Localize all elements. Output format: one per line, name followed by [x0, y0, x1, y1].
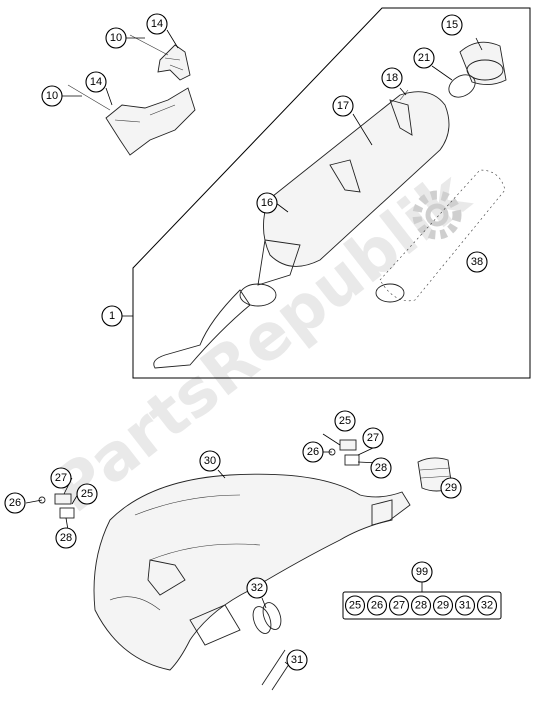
callout-label: 10: [110, 32, 122, 44]
callout-25-left[interactable]: 25: [76, 483, 98, 505]
mounting-bracket-lower: [67, 84, 196, 156]
callout-28-left[interactable]: 28: [55, 527, 77, 549]
callout-14-lower[interactable]: 14: [85, 71, 107, 93]
callout-label: 26: [307, 446, 319, 458]
callout-label: 27: [367, 432, 379, 444]
callout-38[interactable]: 38: [466, 251, 488, 273]
callout-label: 31: [291, 654, 303, 666]
kit-item-27[interactable]: 27: [388, 595, 410, 616]
callout-label: 30: [204, 455, 216, 467]
callout-17[interactable]: 17: [332, 95, 354, 117]
callout-label: 17: [337, 100, 349, 112]
callout-label: 26: [9, 497, 21, 509]
silencer-packing: [375, 169, 506, 303]
kit-item-31[interactable]: 31: [454, 595, 476, 616]
callout-15[interactable]: 15: [441, 14, 463, 36]
callout-label: 18: [386, 72, 398, 84]
kit-item-26[interactable]: 26: [366, 595, 388, 616]
callout-label: 32: [251, 582, 263, 594]
callout-label: 27: [55, 472, 67, 484]
kit-item-label: 26: [371, 600, 383, 612]
callout-31[interactable]: 31: [286, 649, 308, 671]
kit-item-label: 31: [459, 600, 471, 612]
callout-label: 16: [261, 197, 273, 209]
kit-item-label: 28: [415, 600, 427, 612]
callout-14-upper[interactable]: 14: [146, 13, 168, 35]
callout-18[interactable]: 18: [381, 67, 403, 89]
fasteners-right: [328, 439, 360, 466]
callout-26-left[interactable]: 26: [4, 492, 26, 514]
callout-label: 14: [90, 76, 102, 88]
callout-28-right[interactable]: 28: [370, 457, 392, 479]
kit-item-label: 25: [349, 600, 361, 612]
callout-label: 14: [151, 18, 163, 30]
callout-29[interactable]: 29: [440, 477, 462, 499]
callout-26-right[interactable]: 26: [302, 441, 324, 463]
mounting-bracket-upper: [129, 34, 191, 81]
silencer-assembly-frame: [132, 7, 531, 379]
kit-item-25[interactable]: 25: [344, 595, 366, 616]
kit-item-29[interactable]: 29: [432, 595, 454, 616]
callout-16[interactable]: 16: [256, 192, 278, 214]
kit-99-contents: 25 26 27 28 29 31 32: [344, 595, 498, 616]
exhaust-pipe: [93, 473, 411, 671]
silencer-body: [153, 89, 450, 369]
watermark: PartsRepublik: [39, 158, 484, 528]
callout-label: 99: [416, 566, 428, 578]
kit-item-32[interactable]: 32: [476, 595, 498, 616]
o-rings: [252, 602, 282, 634]
kit-item-28[interactable]: 28: [410, 595, 432, 616]
callout-27-left[interactable]: 27: [50, 467, 72, 489]
callout-label: 1: [109, 310, 115, 322]
kit-item-label: 32: [481, 600, 493, 612]
callout-27-right[interactable]: 27: [362, 427, 384, 449]
callout-label: 25: [81, 488, 93, 500]
callout-label: 25: [339, 415, 351, 427]
end-cap-ring: [448, 74, 476, 98]
callout-21[interactable]: 21: [413, 47, 435, 69]
kit-99-box: [342, 591, 502, 620]
callout-label: 10: [46, 90, 58, 102]
callout-label: 38: [471, 256, 483, 268]
fasteners-left: [38, 493, 75, 519]
watermark-text: PartsRepublik: [39, 158, 484, 528]
kit-item-label: 29: [437, 600, 449, 612]
callout-label: 15: [446, 19, 458, 31]
callout-label: 29: [445, 482, 457, 494]
kit-item-label: 27: [393, 600, 405, 612]
callout-10-lower[interactable]: 10: [41, 85, 63, 107]
callout-label: 21: [418, 52, 430, 64]
callout-label: 28: [375, 462, 387, 474]
callout-25-right[interactable]: 25: [334, 410, 356, 432]
callout-99[interactable]: 99: [411, 561, 433, 583]
silencer-end-cap: [459, 41, 507, 85]
callout-32[interactable]: 32: [246, 577, 268, 599]
watermark-gear-icon: [412, 190, 462, 240]
callout-label: 28: [60, 532, 72, 544]
callout-30[interactable]: 30: [199, 450, 221, 472]
callout-1[interactable]: 1: [101, 305, 123, 327]
callout-10-upper[interactable]: 10: [105, 27, 127, 49]
